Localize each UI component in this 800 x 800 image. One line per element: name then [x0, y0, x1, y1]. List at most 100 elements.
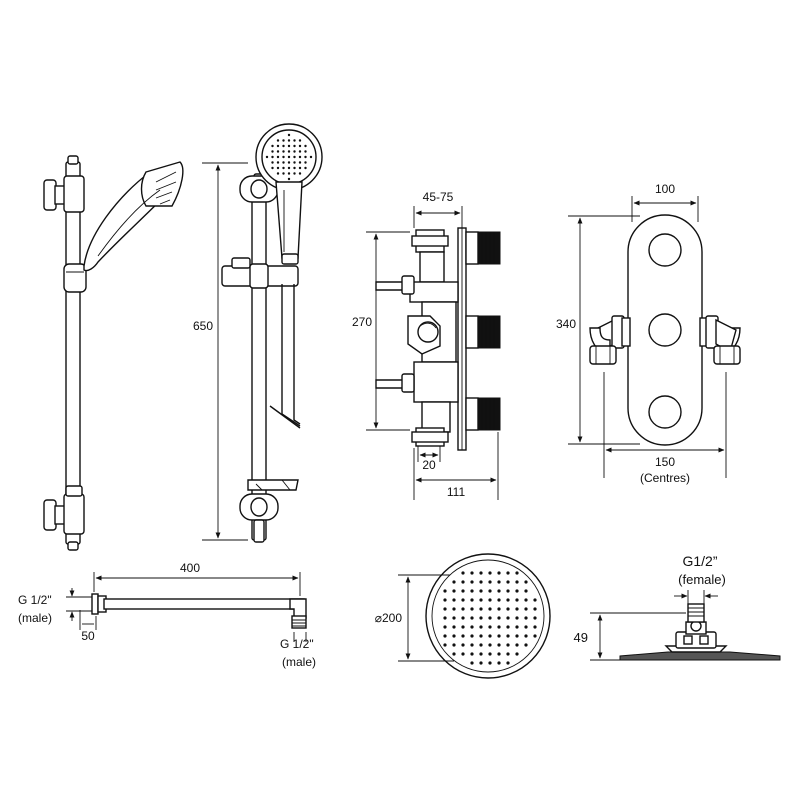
nozzle-dot [287, 166, 291, 170]
shower-head-plan-view [425, 553, 551, 679]
nozzle-dot [271, 166, 274, 170]
head-diameter-label: ⌀200 [375, 611, 403, 625]
nozzle-dot [276, 150, 280, 153]
nozzle-dot [497, 571, 501, 575]
nozzle-dot [282, 139, 285, 142]
nozzle-dot [298, 155, 302, 159]
nozzle-dot [488, 580, 492, 584]
nozzle-dot [443, 643, 447, 647]
nozzle-dot [461, 589, 465, 593]
nozzle-dot [276, 172, 280, 175]
head-thread-label: G1/2” [682, 553, 717, 569]
nozzle-dot [470, 625, 474, 629]
nozzle-dot [452, 598, 456, 602]
valve-height-label: 270 [352, 315, 372, 329]
nozzle-dot [533, 625, 537, 629]
nozzle-dot [488, 625, 492, 629]
nozzle-dot [470, 598, 474, 602]
nozzle-dot [282, 144, 285, 148]
nozzle-dot [452, 616, 456, 620]
nozzle-dot [497, 652, 501, 656]
nozzle-dot [276, 161, 280, 164]
nozzle-dot [461, 571, 465, 575]
head-diameter-dimension: ⌀200 [375, 574, 454, 662]
nozzle-dot [293, 166, 296, 170]
nozzle-dot [452, 580, 456, 584]
nozzle-dot [298, 166, 302, 170]
nozzle-dot [276, 166, 280, 170]
head-thread-dimension: G1/2” (female) [674, 553, 726, 604]
nozzle-dot [506, 625, 510, 629]
nozzle-dot [479, 661, 483, 665]
valve-depth-dimension: 111 [413, 432, 499, 500]
nozzle-dot [452, 625, 456, 629]
nozzle-dot [497, 616, 501, 620]
nozzle-dot [304, 161, 307, 164]
nozzle-dot [443, 589, 447, 593]
nozzle-dot [479, 580, 483, 584]
nozzle-dot [452, 634, 456, 638]
nozzle-dot [515, 634, 519, 638]
nozzle-dot [452, 589, 456, 593]
nozzle-dot [470, 571, 474, 575]
nozzle-dot [515, 571, 519, 575]
nozzle-dot [282, 166, 285, 170]
arm-length-dimension: 400 [93, 561, 301, 596]
valve-height-dimension: 270 [352, 231, 410, 431]
nozzle-dot [506, 634, 510, 638]
riser-rail-side-view [43, 155, 184, 551]
nozzle-dot [443, 616, 447, 620]
nozzle-dot [293, 161, 296, 164]
nozzle-dot [265, 155, 269, 159]
nozzle-dot [276, 144, 280, 148]
nozzle-dot [479, 571, 483, 575]
faceplate-front-view [589, 214, 741, 446]
arm-projection-dimension: 50 [79, 610, 97, 643]
nozzle-dot [293, 139, 296, 142]
nozzle-dot [497, 661, 501, 665]
nozzle-dot [304, 144, 307, 148]
nozzle-dot [506, 607, 510, 611]
nozzle-dot [461, 625, 465, 629]
nozzle-dot [287, 177, 291, 181]
nozzle-dot [497, 607, 501, 611]
nozzle-dot [443, 634, 447, 638]
nozzle-dot [515, 625, 519, 629]
nozzle-dot [461, 607, 465, 611]
nozzle-dot [524, 625, 528, 629]
faceplate-width-dimension: 100 [631, 182, 699, 222]
arm-inlet-type-label: (male) [18, 611, 52, 625]
nozzle-dot [282, 155, 285, 159]
nozzle-dot [470, 652, 474, 656]
nozzle-dot [271, 144, 274, 148]
nozzle-dot [470, 634, 474, 638]
nozzle-dot [524, 580, 528, 584]
nozzle-dot [470, 589, 474, 593]
outlet-depth-dimension: 45-75 [413, 190, 463, 228]
nozzle-dot [479, 589, 483, 593]
nozzle-dot [461, 580, 465, 584]
nozzle-dot [271, 150, 274, 153]
nozzle-dot [506, 598, 510, 602]
nozzle-dot [479, 625, 483, 629]
nozzle-dot [287, 161, 291, 164]
arm-inlet-thread-label: G 1/2" [18, 593, 52, 607]
faceplate-width-label: 100 [655, 182, 675, 196]
nozzle-dot [276, 139, 280, 142]
nozzle-dot [470, 643, 474, 647]
nozzle-dot [488, 571, 492, 575]
nozzle-dot [479, 643, 483, 647]
nozzle-dot [497, 589, 501, 593]
nozzle-dot [506, 661, 510, 665]
nozzle-dot [271, 161, 274, 164]
head-height-label: 49 [574, 630, 588, 645]
nozzle-dot [298, 172, 302, 175]
nozzle-dot [524, 598, 528, 602]
nozzle-dot [287, 144, 291, 148]
faceplate-height-label: 340 [556, 317, 576, 331]
nozzle-dot [461, 634, 465, 638]
nozzle-dot [533, 634, 537, 638]
nozzle-dot [479, 616, 483, 620]
arm-outlet-type-label: (male) [282, 655, 316, 669]
